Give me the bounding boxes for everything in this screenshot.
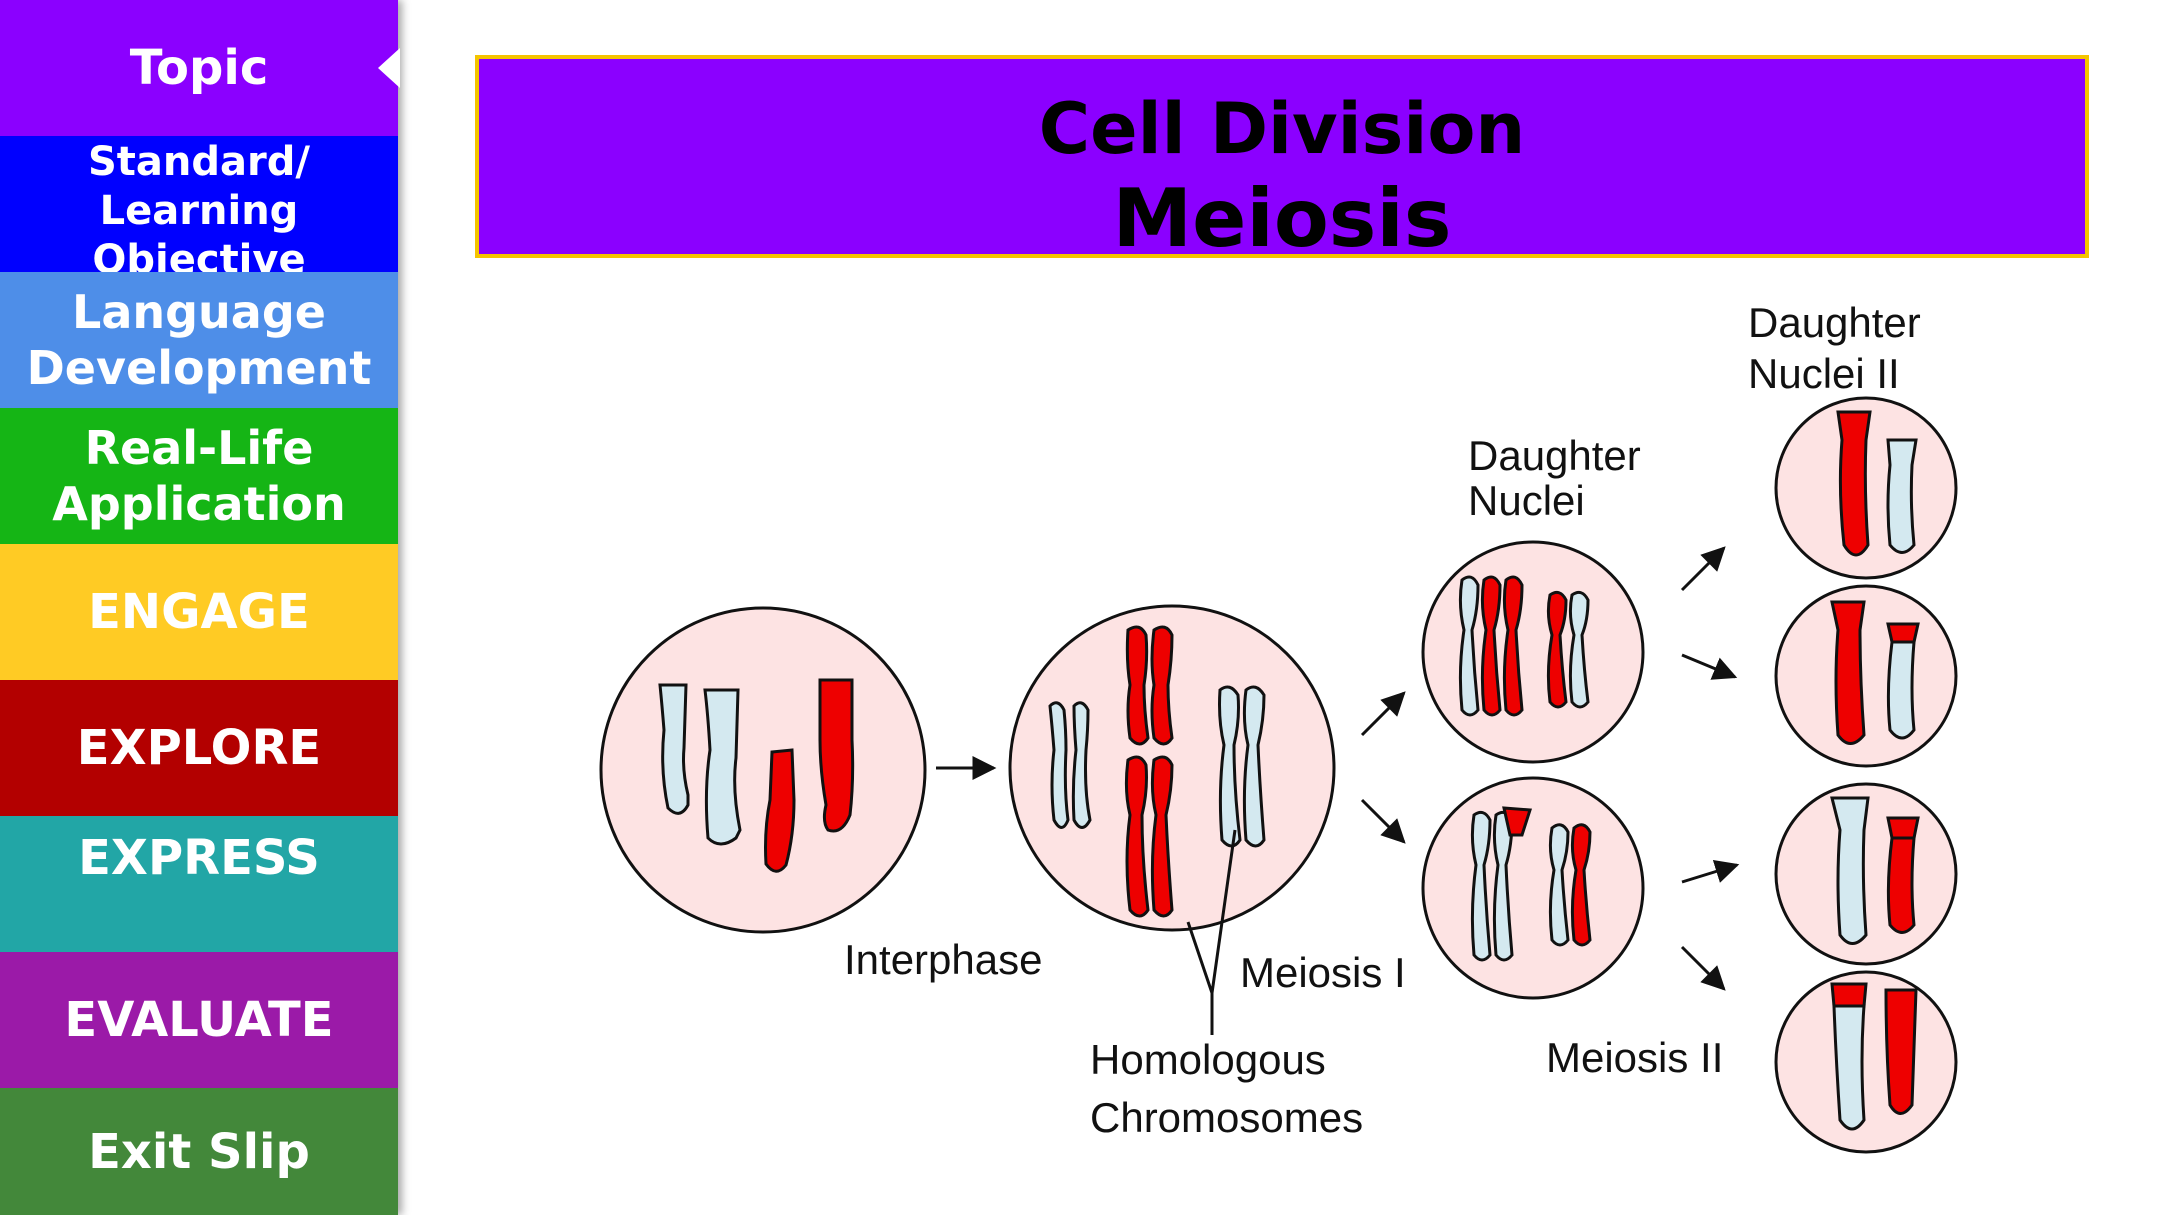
- interphase-cell: [599, 606, 927, 934]
- meiosis-one-label: Meiosis I: [1240, 949, 1406, 996]
- chromosome: [703, 688, 742, 846]
- daughter-nucleus-ii-2: [1774, 584, 1958, 768]
- homologous-label-line2: Chromosomes: [1090, 1094, 1363, 1141]
- chromosome: [658, 683, 690, 815]
- daughter-nucleus-top: [1421, 540, 1645, 764]
- chromosome: [818, 678, 855, 833]
- daughter-nucleus-ii-4: [1774, 970, 1958, 1154]
- sidebar-item-exit-slip[interactable]: Exit Slip: [0, 1088, 398, 1215]
- arrow: [1360, 691, 1406, 737]
- sidebar-item-label: EXPLORE: [76, 720, 322, 776]
- arrow: [1681, 653, 1738, 680]
- page-subtitle: Meiosis: [1112, 172, 1452, 265]
- sidebar-item-topic[interactable]: Topic: [0, 0, 398, 136]
- meiosis-diagram: Interphase Meiosis I Meiosis II Homologo…: [599, 299, 1958, 1154]
- chromosome-pair: [1218, 685, 1266, 848]
- interphase-label: Interphase: [844, 936, 1042, 983]
- daughter-nuclei-label-line1: Daughter: [1468, 432, 1641, 479]
- daughter-nuclei-ii-label-line2: Nuclei II: [1748, 350, 1900, 397]
- arrow: [1680, 945, 1726, 991]
- sidebar-item-express[interactable]: EXPRESS: [0, 816, 398, 952]
- sidebar-item-label: EVALUATE: [64, 992, 334, 1048]
- sidebar-item-engage[interactable]: ENGAGE: [0, 544, 398, 680]
- sidebar-item-label: Standard/ Learning Objective: [88, 139, 310, 272]
- page-title: Cell Division: [1038, 88, 1526, 170]
- daughter-nuclei-ii-label-line1: Daughter: [1748, 299, 1921, 346]
- daughter-nucleus-ii-1: [1774, 396, 1958, 580]
- daughter-nucleus-ii-3: [1774, 782, 1958, 966]
- meiosis-two-label: Meiosis II: [1546, 1034, 1723, 1081]
- daughter-nuclei-label-line2: Nuclei: [1468, 477, 1585, 524]
- chromosome-pair: [1125, 625, 1174, 746]
- arrow: [1681, 859, 1740, 884]
- sidebar-item-explore[interactable]: EXPLORE: [0, 680, 398, 816]
- arrow: [1680, 546, 1726, 592]
- chromosome-pair: [1124, 755, 1174, 918]
- active-item-indicator: [378, 48, 400, 88]
- chromosome-pair: [1048, 701, 1092, 829]
- sidebar-item-evaluate[interactable]: EVALUATE: [0, 952, 398, 1088]
- sidebar-item-label: Language Development: [26, 285, 372, 395]
- sidebar-item-label: EXPRESS: [78, 830, 320, 886]
- daughter-nucleus-bottom: [1421, 776, 1645, 1000]
- meiosis-one-cell: [1008, 604, 1336, 932]
- sidebar-item-label: Real-Life Application: [52, 421, 346, 531]
- arrow: [1360, 798, 1406, 844]
- sidebar-nav: Topic Standard/ Learning Objective Langu…: [0, 0, 398, 1215]
- title-banner: Cell Division Meiosis: [475, 55, 2089, 265]
- sidebar-item-label: ENGAGE: [88, 584, 310, 640]
- sidebar-item-standard-learning-objective[interactable]: Standard/ Learning Objective: [0, 136, 398, 272]
- sidebar-item-label: Exit Slip: [88, 1123, 310, 1180]
- sidebar-item-language-development[interactable]: Language Development: [0, 272, 398, 408]
- sidebar-item-real-life-application[interactable]: Real-Life Application: [0, 408, 398, 544]
- chromosome: [764, 748, 796, 873]
- sidebar-item-label: Topic: [129, 40, 269, 96]
- homologous-label-line1: Homologous: [1090, 1036, 1326, 1083]
